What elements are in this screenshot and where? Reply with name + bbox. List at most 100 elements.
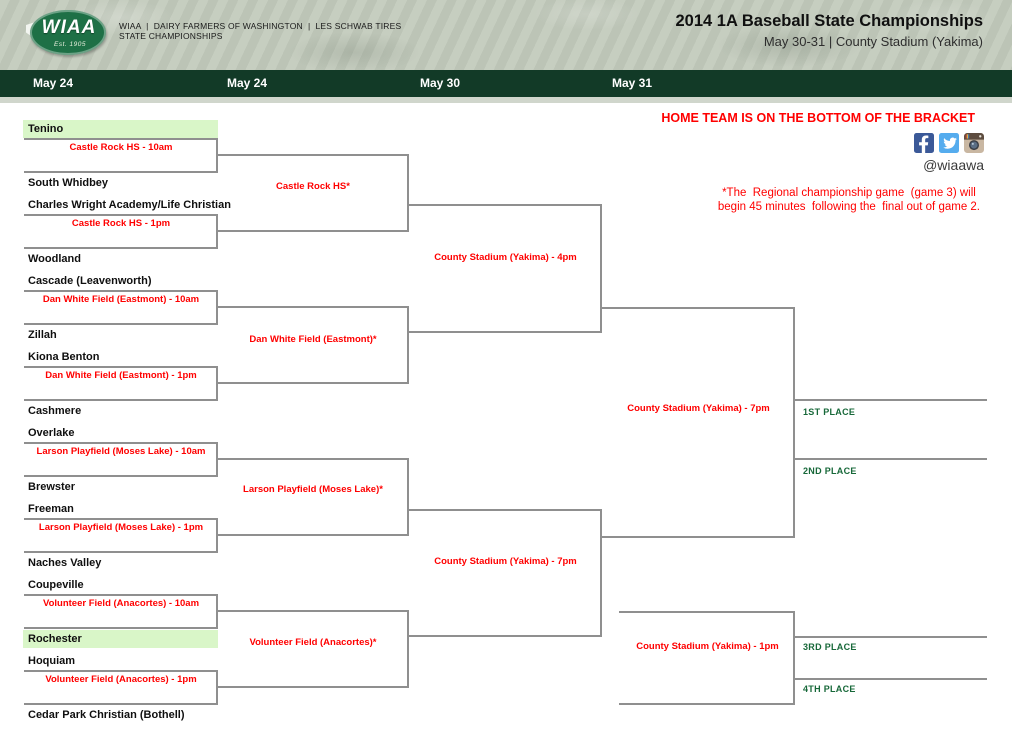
facebook-icon[interactable]: [914, 133, 934, 153]
team-name: Woodland: [28, 253, 81, 265]
fourth-place-label: 4TH PLACE: [803, 684, 856, 694]
bracket-line: [216, 382, 409, 384]
bracket-line: [216, 458, 409, 460]
bracket-line: [24, 138, 218, 140]
instagram-icon[interactable]: [964, 133, 984, 153]
bracket-line: [600, 307, 795, 309]
bracket-line: [24, 670, 218, 672]
bracket-line: [407, 306, 409, 384]
first-place-label: 1ST PLACE: [803, 407, 856, 417]
bracket-line: [793, 307, 795, 538]
team-name: Kiona Benton: [28, 351, 100, 363]
championship-game-location: County Stadium (Yakima) - 7pm: [627, 403, 770, 414]
third-place-game-location: County Stadium (Yakima) - 1pm: [636, 641, 779, 652]
third-place-line: [793, 636, 987, 638]
bracket-line: [216, 306, 409, 308]
social-handle[interactable]: @wiaawa: [923, 157, 984, 173]
wiaa-logo: WIAA Est. 1905: [26, 8, 108, 57]
bracket-line: [24, 399, 218, 401]
date-bar: May 24 May 24 May 30 May 31: [0, 70, 1012, 97]
bracket-line: [619, 703, 795, 705]
bracket-line: [407, 154, 409, 232]
date-column-2: May 24: [227, 76, 268, 90]
game-location: Volunteer Field (Anacortes)*: [249, 637, 377, 648]
page-header: WIAA Est. 1905 WIAA | DAIRY FARMERS OF W…: [0, 0, 1012, 70]
team-name: Cascade (Leavenworth): [28, 275, 152, 287]
game-location: Larson Playfield (Moses Lake) - 1pm: [38, 522, 204, 533]
team-name: Zillah: [28, 329, 57, 341]
footnote-line-2: begin 45 minutes following the final out…: [717, 201, 980, 213]
bracket-line: [24, 366, 218, 368]
home-team-note: HOME TEAM IS ON THE BOTTOM OF THE BRACKE…: [661, 111, 975, 125]
team-name: Coupeville: [28, 579, 84, 591]
game-location: Castle Rock HS*: [276, 181, 350, 192]
game-location: Larson Playfield (Moses Lake)*: [243, 484, 383, 495]
fourth-place-line: [793, 678, 987, 680]
bracket-line: [24, 214, 218, 216]
logo-ellipse: [30, 10, 106, 55]
game-location: Dan White Field (Eastmont)*: [249, 334, 377, 345]
bracket-line: [407, 458, 409, 536]
logo-text: WIAA: [41, 17, 97, 38]
page-subtitle: May 30-31 | County Stadium (Yakima): [763, 34, 983, 49]
regional-footnote: *The Regional championship game (game 3)…: [718, 186, 980, 214]
team-name: Brewster: [28, 481, 76, 493]
team-name: Hoquiam: [28, 655, 76, 667]
bracket-line: [407, 610, 409, 688]
bracket-line: [216, 154, 409, 156]
bracket-line: [24, 323, 218, 325]
team-name: Tenino: [23, 120, 218, 138]
second-place-label: 2ND PLACE: [803, 466, 857, 476]
team-name: Cashmere: [28, 405, 82, 417]
bracket-line: [619, 611, 795, 613]
footnote-line-1: *The Regional championship game (game 3)…: [722, 187, 976, 199]
game-location: Larson Playfield (Moses Lake) - 10am: [36, 446, 206, 457]
team-name: Freeman: [28, 503, 74, 515]
team-name: Naches Valley: [28, 557, 102, 569]
twitter-icon[interactable]: [939, 133, 959, 153]
bracket-line: [24, 442, 218, 444]
game-location: Castle Rock HS - 10am: [69, 142, 173, 153]
first-place-line: [793, 399, 987, 401]
bracket-line: [216, 230, 409, 232]
bracket-line: [24, 551, 218, 553]
team-name: South Whidbey: [28, 177, 109, 189]
game-location: County Stadium (Yakima) - 7pm: [434, 556, 577, 567]
social-links: [914, 133, 984, 153]
third-place-label: 3RD PLACE: [803, 642, 857, 652]
team-name: Cedar Park Christian (Bothell): [28, 709, 185, 721]
bracket-line: [600, 536, 795, 538]
bracket-line: [24, 290, 218, 292]
bracket-line: [24, 594, 218, 596]
game-location: County Stadium (Yakima) - 4pm: [434, 252, 577, 263]
date-column-1: May 24: [33, 76, 74, 90]
bracket-line: [216, 610, 409, 612]
header-divider: [0, 97, 1012, 103]
team-name: Overlake: [28, 427, 75, 439]
bracket-line: [600, 509, 602, 637]
bracket-line: [24, 627, 218, 629]
bracket-line: [24, 475, 218, 477]
page-title: 2014 1A Baseball State Championships: [675, 12, 984, 30]
team-name: Rochester: [23, 630, 218, 648]
bracket-line: [24, 171, 218, 173]
bracket-line: [793, 611, 795, 705]
bracket-line: [24, 247, 218, 249]
bracket-line: [24, 518, 218, 520]
bracket-line: [216, 534, 409, 536]
game-location: Volunteer Field (Anacortes) - 10am: [42, 598, 200, 609]
date-column-4: May 31: [612, 76, 653, 90]
bracket-line: [407, 331, 602, 333]
game-location: Castle Rock HS - 1pm: [71, 218, 171, 229]
bracket-line: [600, 204, 602, 333]
logo-est-text: Est. 1905: [54, 41, 86, 48]
bracket-line: [216, 686, 409, 688]
game-location: Dan White Field (Eastmont) - 1pm: [45, 370, 197, 381]
bracket-line: [24, 703, 218, 705]
date-column-3: May 30: [420, 76, 461, 90]
team-name: Charles Wright Academy/Life Christian: [28, 199, 231, 211]
second-place-line: [793, 458, 987, 460]
game-location: Dan White Field (Eastmont) - 10am: [42, 294, 200, 305]
bracket-line: [407, 204, 602, 206]
